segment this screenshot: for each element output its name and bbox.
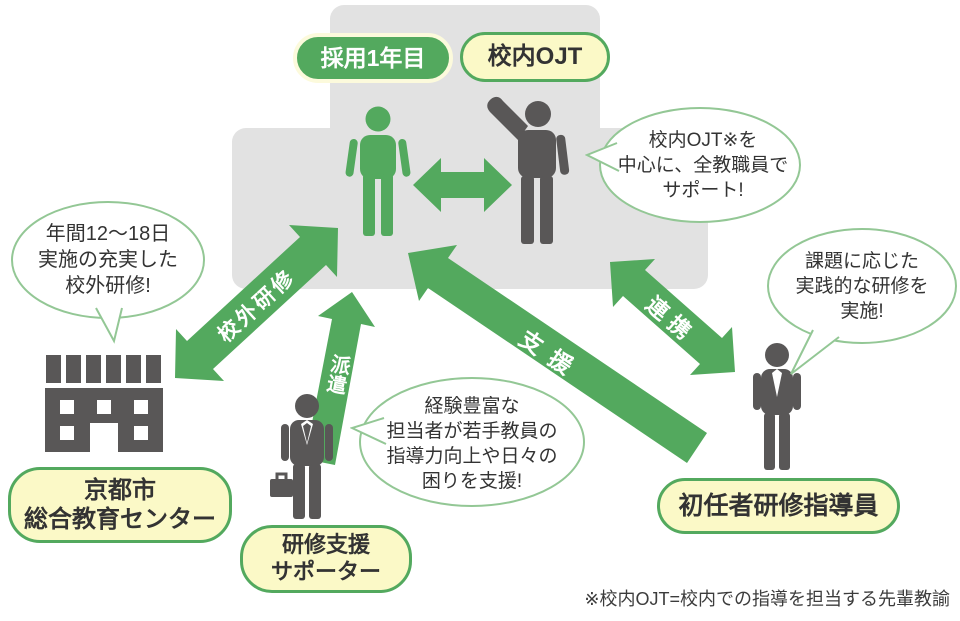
senior-teacher-waving-icon [487, 96, 570, 244]
mutual-support-arrow [413, 158, 512, 212]
training-supporter-badge: 研修支援 サポーター [240, 525, 412, 593]
practical-training-bubble-shape [767, 228, 957, 375]
instructor-label: 初任者研修指導員 [678, 491, 879, 520]
cooperation-arrow [610, 259, 735, 375]
offsite-training-arrow [175, 225, 338, 381]
practical-training-speech-bubble: 課題に応じた 実践的な研修を 実施! [763, 226, 957, 378]
practical-training-line2: 実践的な研修を [795, 275, 929, 297]
supporter-bubble-shape [350, 377, 585, 507]
footnote: ※校内OJT=校内での指導を担当する先輩教諭 [584, 589, 950, 609]
ojt-support-line1: 校内OJT※を [648, 129, 758, 151]
instructor-badge: 初任者研修指導員 [657, 478, 900, 534]
practical-training-line1: 課題に応じた [804, 250, 919, 272]
school-ojt-label: 校内OJT [487, 43, 583, 71]
offsite-training-line2: 実施の充実した [38, 249, 178, 271]
new-teacher-icon [345, 106, 411, 236]
offsite-training-bubble-shape [11, 201, 205, 344]
first-year-teacher-label: 採用1年目 [320, 44, 426, 71]
ojt-support-line3: サポート! [662, 179, 744, 201]
ojt-support-speech-bubble: 校内OJT※を 中心に、全教職員で サポート! [585, 103, 803, 231]
education-center-badge: 京都市 総合教育センター [8, 467, 232, 543]
education-center-line1: 京都市 [84, 476, 156, 504]
supporter-line4: 困りを支援! [421, 471, 523, 492]
training-supporter-icon [270, 394, 333, 519]
practical-training-line3: 実施! [840, 300, 884, 322]
ojt-support-line2: 中心に、全教職員で [617, 154, 789, 176]
supporter-line3: 指導力向上や日々の [386, 446, 558, 467]
training-supporter-line1: 研修支援 [281, 532, 370, 558]
education-center-building-icon [45, 355, 163, 452]
supporter-line1: 経験豊富な [424, 396, 520, 417]
school-ojt-badge: 校内OJT [460, 32, 610, 82]
training-supporter-line2: サポーター [270, 559, 381, 584]
education-center-line2: 総合教育センター [24, 506, 216, 533]
ojt-support-bubble-shape [585, 107, 801, 223]
supporter-speech-bubble: 経験豊富な 担当者が若手教員の 指導力向上や日々の 困りを支援! [350, 376, 586, 514]
first-year-teacher-badge: 採用1年目 [293, 33, 453, 83]
support-arrow [408, 245, 707, 463]
supporter-line2: 担当者が若手教員の [386, 421, 558, 442]
offsite-training-line1: 年間12〜18日 [45, 223, 171, 245]
dispatch-arrow [305, 292, 375, 465]
offsite-training-line3: 校外研修! [65, 275, 151, 297]
instructor-icon [753, 343, 801, 470]
offsite-training-speech-bubble: 年間12〜18日 実施の充実した 校外研修! [8, 198, 208, 346]
